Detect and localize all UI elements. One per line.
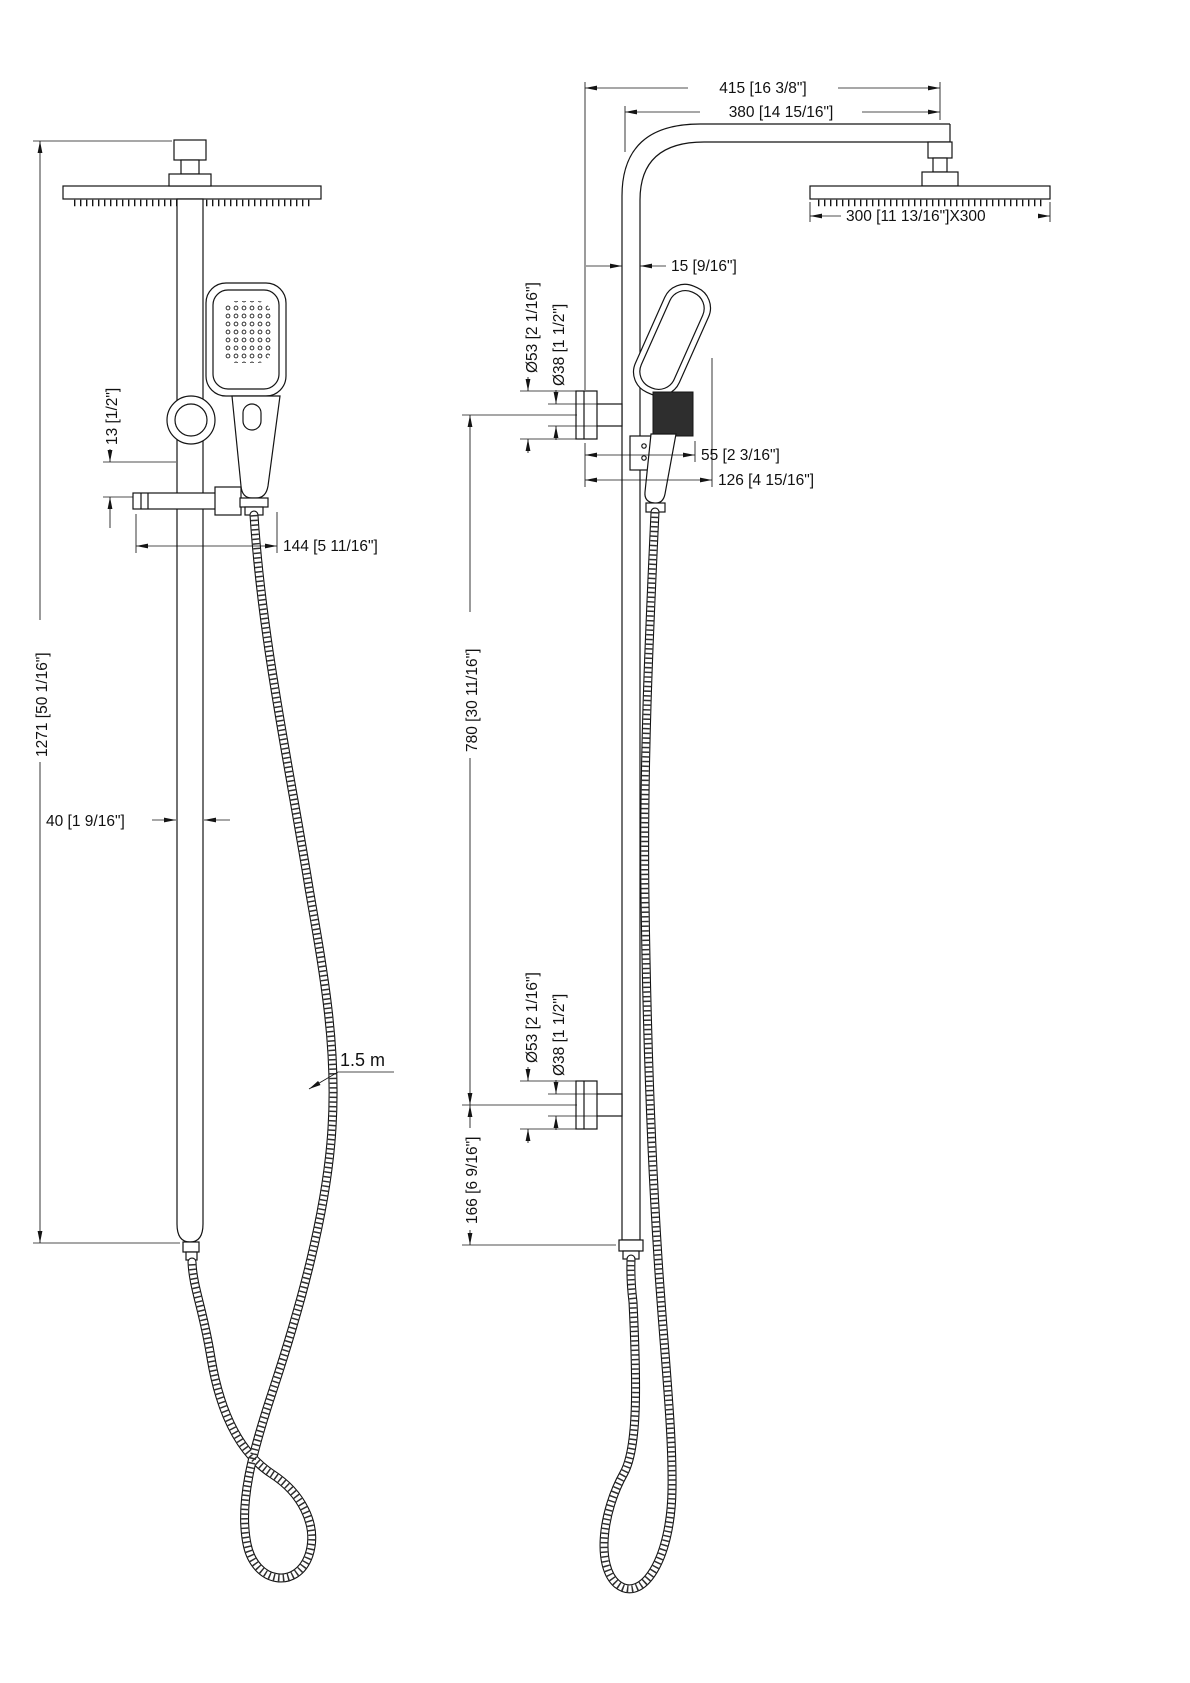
dim-lower-bracket-height-label: 166 [6 9/16"] (464, 1137, 481, 1224)
diverter-knob (166, 395, 216, 445)
dim-handset-offset-label: 144 [5 11/16"] (283, 538, 378, 555)
upper-wall-bracket (575, 390, 623, 440)
hose-side (604, 512, 672, 1589)
overhead-shower-front (62, 139, 322, 207)
dimensions-front: 1271 [50 1/16"] 13 [1/2"] 144 [5 11/16"]… (33, 140, 394, 1244)
dim-pipe-size-label: 15 [9/16"] (671, 258, 737, 275)
mode-button (242, 403, 262, 431)
dim-arm-reach-overall-label: 415 [16 3/8"] (719, 80, 806, 97)
riser-column (176, 198, 204, 1243)
column-outlet (182, 1241, 200, 1261)
dim-bracket-spacing-label: 780 [30 11/16"] (464, 649, 481, 752)
pipe-bottom-outlet (618, 1239, 644, 1252)
spray-face-dots (223, 301, 271, 363)
dim-handset-depth-label: 126 [4 15/16"] (718, 472, 814, 489)
hose-front (192, 515, 333, 1578)
dimensions-side: 415 [16 3/8"] 380 [14 15/16"] 300 [11 13… (462, 80, 1051, 1246)
dim-slider-offset-label: 13 [1/2"] (104, 388, 121, 445)
hose-length-label: 1.5 m (340, 1050, 385, 1070)
dim-column-width-label: 40 [1 9/16"] (46, 813, 125, 830)
handle-side (644, 433, 677, 504)
dim-head-size-label: 300 [11 13/16"]X300 (846, 208, 986, 225)
slider-bracket (132, 486, 242, 516)
dim-upper-flange-inner-label: Ø38 [1 1/2"] (551, 304, 568, 386)
dim-lower-flange-outer-label: Ø53 [2 1/16"] (524, 972, 541, 1063)
dim-overall-height-label: 1271 [50 1/16"] (34, 652, 51, 757)
lower-wall-bracket (575, 1080, 623, 1130)
bracket-screw (641, 443, 647, 449)
side-view: 415 [16 3/8"] 380 [14 15/16"] 300 [11 13… (462, 80, 1051, 1589)
dim-upper-flange-outer-label: Ø53 [2 1/16"] (524, 282, 541, 373)
hand-shower-front (205, 282, 287, 516)
dim-lower-flange-inner-label: Ø38 [1 1/2"] (551, 994, 568, 1076)
handset-holder (652, 391, 694, 437)
dim-arm-reach-label: 380 [14 15/16"] (729, 104, 834, 121)
overhead-shower-side (809, 141, 1051, 207)
front-view: 1271 [50 1/16"] 13 [1/2"] 144 [5 11/16"]… (33, 139, 394, 1578)
dim-holder-offset-label: 55 [2 3/16"] (701, 447, 780, 464)
